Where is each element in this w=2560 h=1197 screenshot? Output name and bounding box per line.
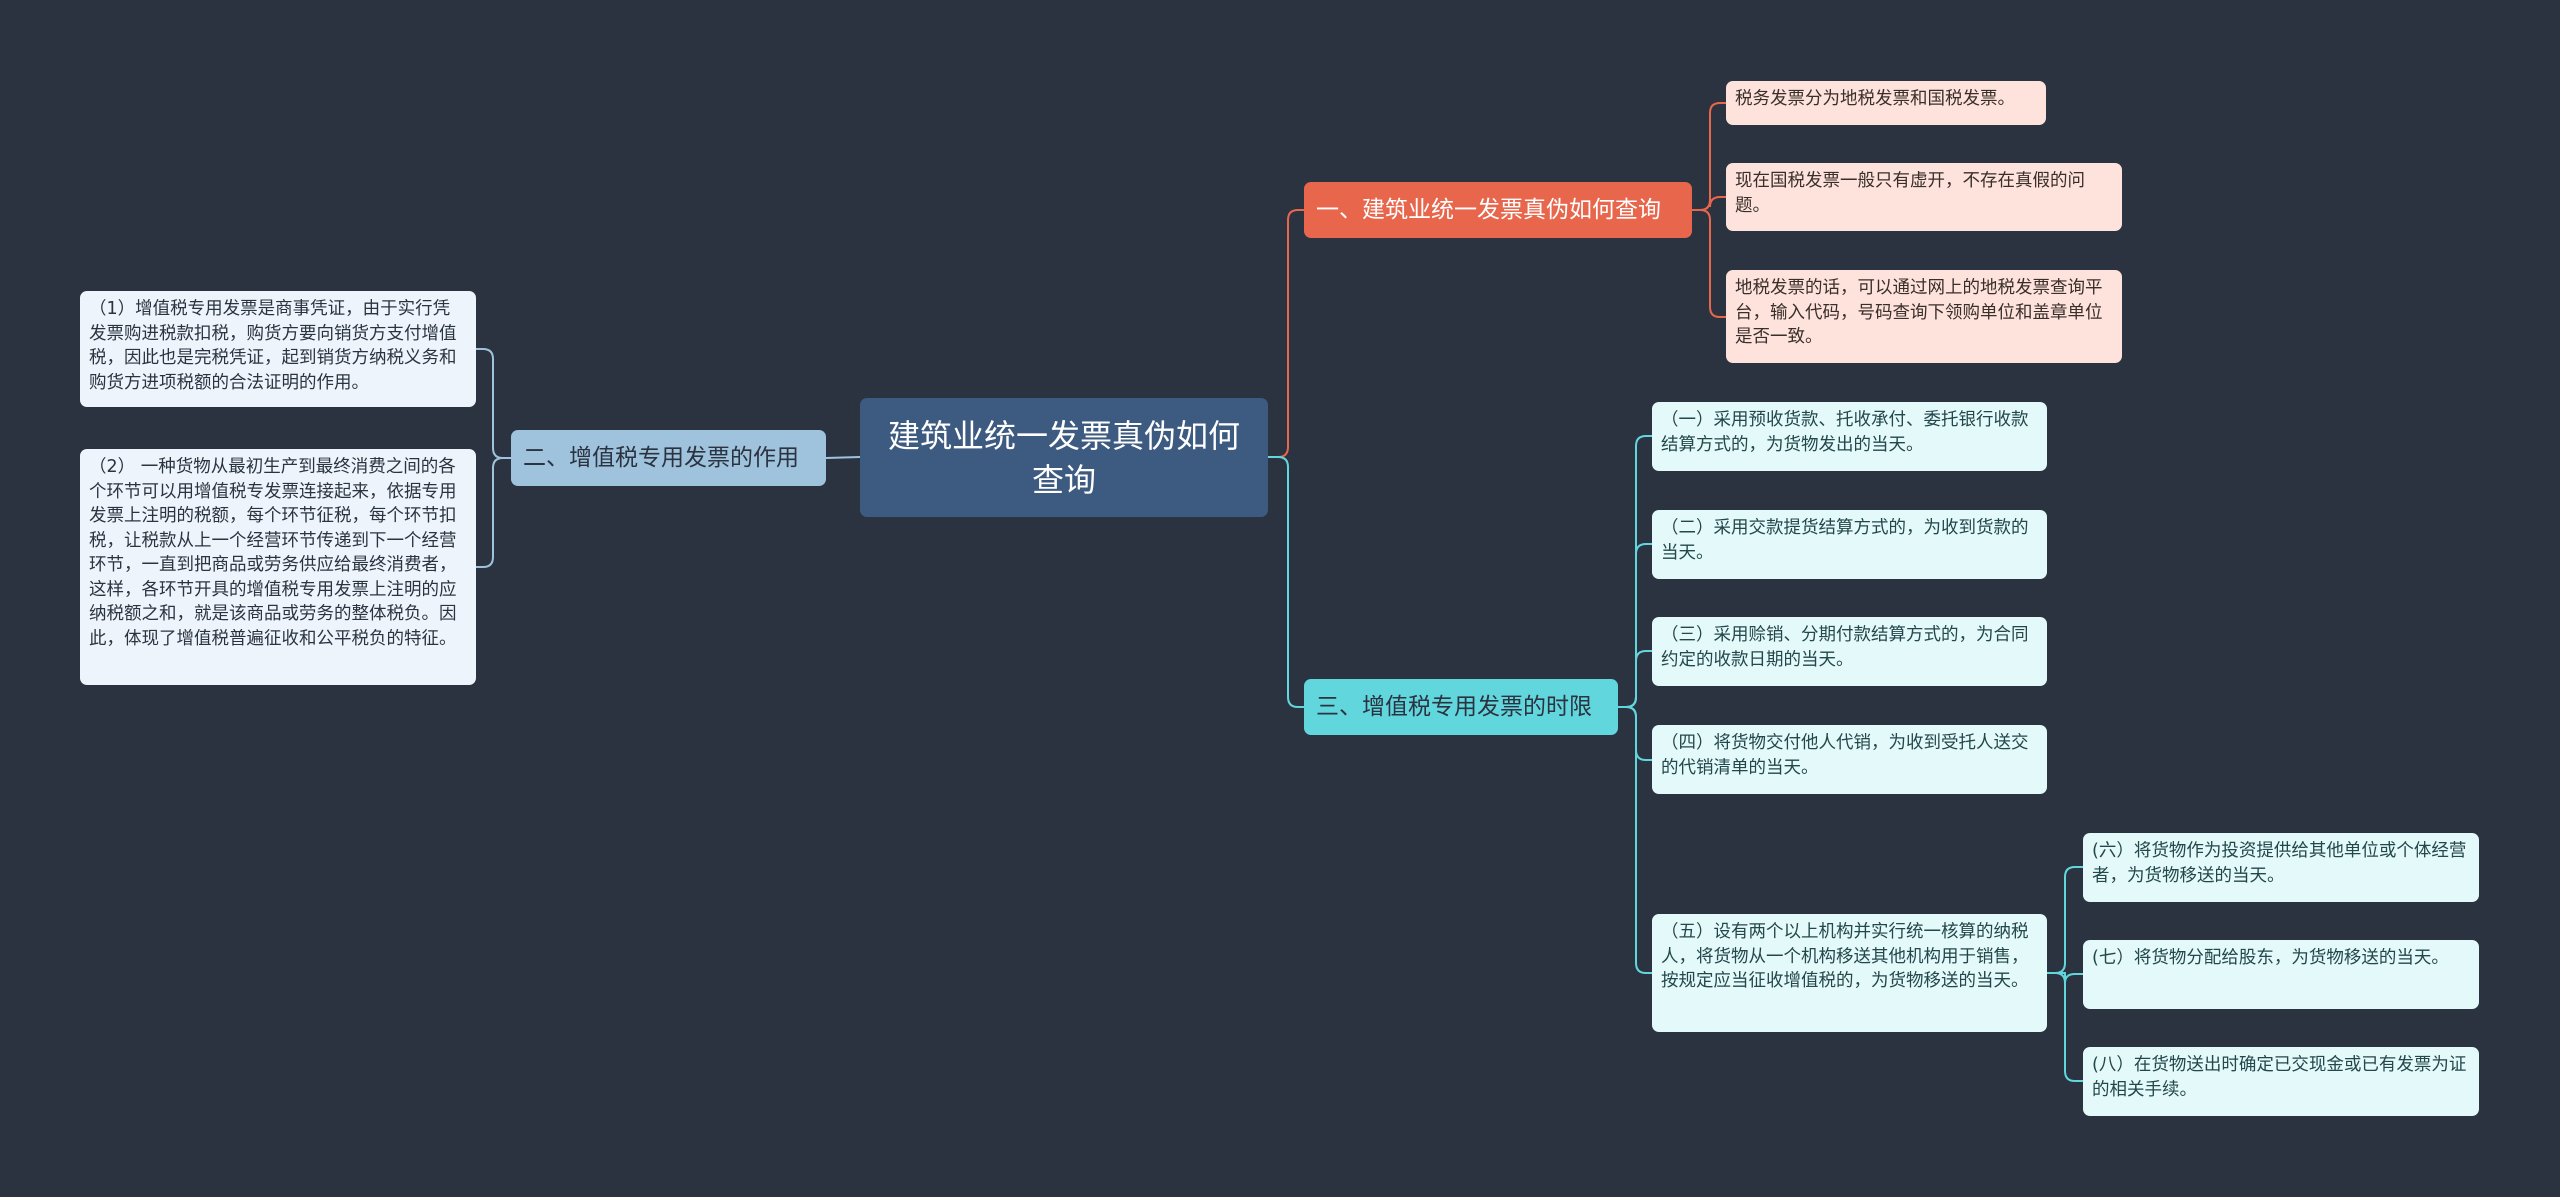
edge-root-branch3 [1268, 456, 1304, 708]
subleaf-node[interactable]: (七）将货物分配给股东，为货物移送的当天。 [2083, 940, 2479, 1009]
leaf-node-text: （2） 一种货物从最初生产到最终消费之间的各个环节可以用增值税专发票连接起来，依… [89, 457, 457, 649]
subleaf-node[interactable]: (八）在货物送出时确定已交现金或已有发票为证的相关手续。 [2083, 1047, 2479, 1116]
leaf-node-text: （二）采用交款提货结算方式的，为收到货款的当天。 [1661, 518, 2029, 563]
leaf-node[interactable]: （1）增值税专用发票是商事凭证，由于实行凭发票购进税款扣税，购货方要向销货方支付… [80, 291, 476, 407]
subleaf-node-text: (六）将货物作为投资提供给其他单位或个体经营者，为货物移送的当天。 [2092, 841, 2467, 886]
branch-node-function[interactable]: 二、增值税专用发票的作用 [511, 430, 826, 486]
leaf-node[interactable]: 税务发票分为地税发票和国税发票。 [1726, 81, 2046, 125]
leaf-node[interactable]: 地税发票的话，可以通过网上的地税发票查询平台，输入代码，号码查询下领购单位和盖章… [1726, 270, 2122, 363]
edge-b2-leaf2 [476, 457, 511, 568]
leaf-node[interactable]: （一）采用预收货款、托收承付、委托银行收款结算方式的，为货物发出的当天。 [1652, 402, 2047, 471]
leaf-node[interactable]: （三）采用赊销、分期付款结算方式的，为合同约定的收款日期的当天。 [1652, 617, 2047, 686]
branch-node-label: 三、增值税专用发票的时限 [1316, 694, 1592, 720]
leaf-node[interactable]: （2） 一种货物从最初生产到最终消费之间的各个环节可以用增值税专发票连接起来，依… [80, 449, 476, 685]
edge-b3-leaf3 [1618, 650, 1652, 708]
root-node-label: 建筑业统一发票真伪如何查询 [887, 416, 1240, 499]
branch-node-time-limit[interactable]: 三、增值税专用发票的时限 [1304, 679, 1618, 735]
leaf-node-text: 地税发票的话，可以通过网上的地税发票查询平台，输入代码，号码查询下领购单位和盖章… [1735, 278, 2103, 347]
edge-leaf5-sub1 [2047, 866, 2083, 974]
leaf-node-text: （一）采用预收货款、托收承付、委托银行收款结算方式的，为货物发出的当天。 [1661, 410, 2029, 455]
edge-b1-leaf2 [1692, 196, 1726, 211]
subleaf-node[interactable]: (六）将货物作为投资提供给其他单位或个体经营者，为货物移送的当天。 [2083, 833, 2479, 902]
subleaf-node-text: (八）在货物送出时确定已交现金或已有发票为证的相关手续。 [2092, 1055, 2467, 1100]
edge-leaf5-sub3 [2047, 972, 2083, 1082]
leaf-node[interactable]: （二）采用交款提货结算方式的，为收到货款的当天。 [1652, 510, 2047, 579]
branch-node-query[interactable]: 一、建筑业统一发票真伪如何查询 [1304, 182, 1692, 238]
leaf-node-text: （四）将货物交付他人代销，为收到受托人送交的代销清单的当天。 [1661, 733, 2029, 778]
root-node[interactable]: 建筑业统一发票真伪如何查询 [860, 398, 1268, 517]
leaf-node-text: （五）设有两个以上机构并实行统一核算的纳税人，将货物从一个机构移送其他机构用于销… [1661, 922, 2029, 991]
leaf-node[interactable]: （四）将货物交付他人代销，为收到受托人送交的代销清单的当天。 [1652, 725, 2047, 794]
leaf-node[interactable]: 现在国税发票一般只有虚开，不存在真假的问题。 [1726, 163, 2122, 231]
leaf-node-text: 税务发票分为地税发票和国税发票。 [1735, 89, 2015, 109]
leaf-node-text: （三）采用赊销、分期付款结算方式的，为合同约定的收款日期的当天。 [1661, 625, 2029, 670]
subleaf-node-text: (七）将货物分配给股东，为货物移送的当天。 [2092, 948, 2449, 968]
edge-b3-leaf5 [1618, 706, 1652, 974]
branch-node-label: 二、增值税专用发票的作用 [523, 445, 799, 471]
leaf-node-text: （1）增值税专用发票是商事凭证，由于实行凭发票购进税款扣税，购货方要向销货方支付… [89, 299, 457, 393]
edge-root-branch1 [1268, 209, 1304, 458]
edge-root-branch2 [825, 456, 861, 459]
leaf-node[interactable]: （五）设有两个以上机构并实行统一核算的纳税人，将货物从一个机构移送其他机构用于销… [1652, 914, 2047, 1032]
branch-node-label: 一、建筑业统一发票真伪如何查询 [1316, 197, 1661, 223]
edge-b1-leaf1 [1692, 102, 1726, 211]
edge-b1-leaf3 [1692, 209, 1726, 318]
leaf-node-text: 现在国税发票一般只有虚开，不存在真假的问题。 [1735, 171, 2085, 216]
edge-b2-leaf1 [476, 348, 511, 459]
